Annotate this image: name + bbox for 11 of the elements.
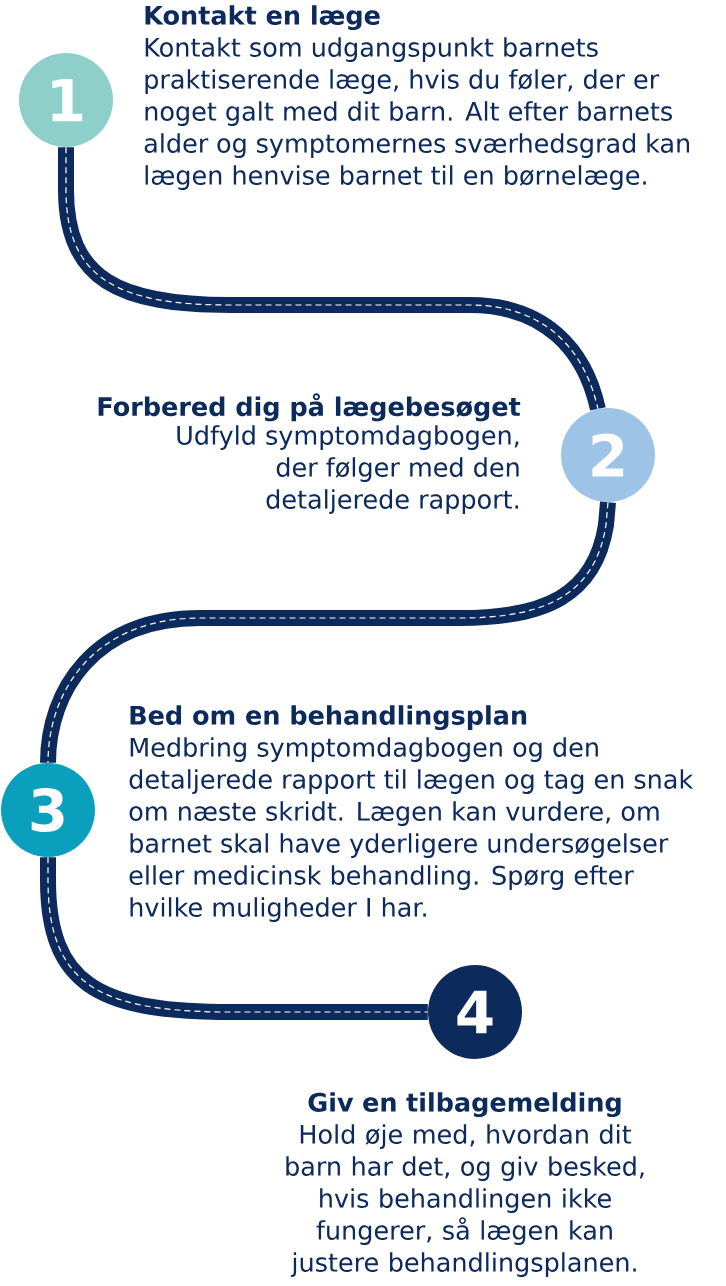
road (40, 856, 429, 1020)
step-description: Hold øje med, hvordan dit barn har det, og giv besked, hvis behandlingen ikke fungerer, så lægen kan justere behandlingsplanen. (286, 1124, 644, 1277)
step-heading: Bed om en behandlingsplan (130, 705, 527, 731)
road (58, 146, 606, 411)
step-description: Kontakt som udgangspunkt barnets praktiserende læge, hvis du føler, der er noget galt med dit barn. Alt efter barnets alder og symptomernes sværhedsgrad kan lægen henvise barnet til en børnelæge. (144, 37, 690, 190)
step-description: Medbring symptomdagbogen og den detaljerede rapport til lægen og tag en snak om næste skridt. Lægen kan vurdere, om barnet skal have yderligere undersøgelser eller medicinsk behandling. Spørg efter hvilke muligheder I har. (129, 737, 694, 922)
step-heading: Kontakt en læge (145, 5, 380, 31)
step-heading: Forbered dig på lægebesøget (98, 393, 521, 422)
road (40, 501, 616, 764)
step-description: Udfyld symptomdagbogen, der følger med den detaljerede rapport. (177, 425, 519, 514)
step-heading: Giv en tilbagemelding (308, 1092, 621, 1118)
